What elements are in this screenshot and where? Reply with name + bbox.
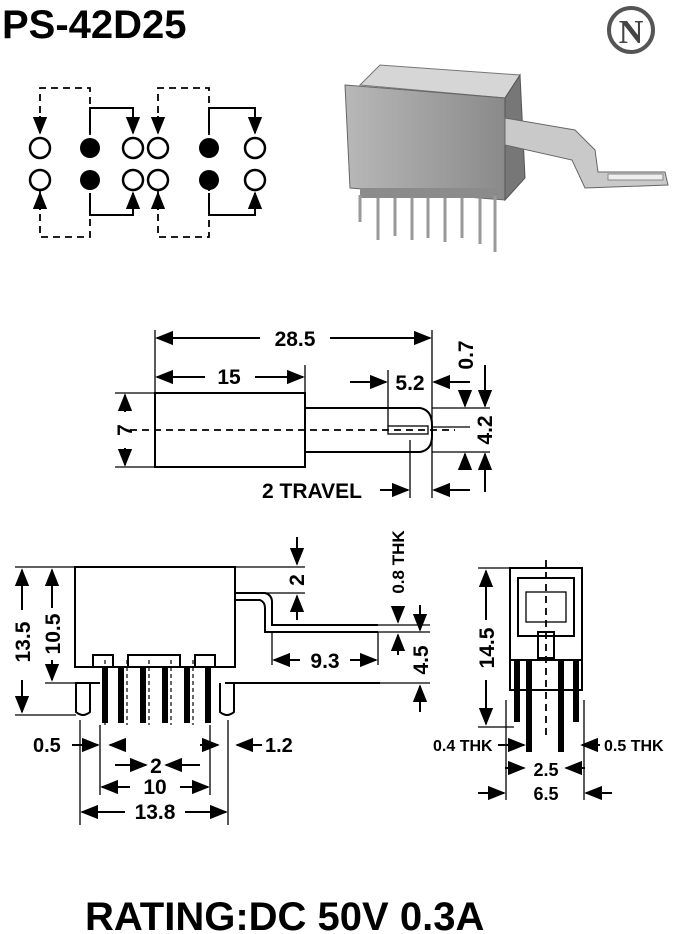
dim-end-width: 6.5 bbox=[533, 784, 558, 804]
dim-body-length: 15 bbox=[217, 366, 241, 389]
dim-tip-thickness: 0.7 bbox=[455, 340, 478, 369]
dim-lever-length: 9.3 bbox=[310, 650, 339, 673]
thickness-label-side: 0.8 THK bbox=[389, 530, 408, 594]
thickness-right: 0.5 THK bbox=[604, 738, 664, 755]
dim-overall-length: 28.5 bbox=[275, 328, 316, 351]
dim-lever-width: 4.2 bbox=[474, 415, 497, 444]
logo-letter: N bbox=[619, 14, 644, 51]
dim-lever-offset: 5.2 bbox=[395, 372, 424, 395]
dim-total-height: 13.5 bbox=[12, 621, 35, 662]
thickness-left: 0.4 THK bbox=[433, 738, 493, 755]
top-view-drawing: 28.5 15 5.2 7 0.7 4.2 2 TRAVEL bbox=[114, 328, 497, 503]
model-title: PS-42D25 bbox=[2, 3, 187, 47]
dim-end-height: 14.5 bbox=[476, 627, 499, 668]
dim-body-height-side: 10.5 bbox=[42, 613, 65, 654]
travel-label: 2 TRAVEL bbox=[262, 480, 362, 503]
end-view-drawing: 14.5 0.4 THK 0.5 THK 2.5 6.5 bbox=[433, 560, 664, 804]
dim-pin-pitch: 2 bbox=[150, 755, 162, 778]
side-view-drawing: 13.5 10.5 2 0.8 THK 9.3 4.5 0.5 2 1.2 bbox=[12, 530, 433, 825]
dim-lever-height: 4.5 bbox=[410, 645, 433, 675]
dim-pin-width: 0.5 bbox=[33, 735, 61, 757]
dim-pin-span: 10 bbox=[143, 776, 166, 799]
product-illustration bbox=[344, 64, 669, 252]
dim-overall-width: 13.8 bbox=[135, 801, 176, 824]
dim-body-height: 7 bbox=[114, 424, 137, 436]
circuit-schematic bbox=[28, 87, 267, 238]
dim-end-pitch: 2.5 bbox=[533, 760, 558, 780]
brand-logo: N bbox=[607, 6, 655, 54]
dim-lug: 1.2 bbox=[265, 735, 293, 757]
rating-label: RATING:DC 50V 0.3A bbox=[85, 895, 484, 934]
dim-lever-offset-side: 2 bbox=[286, 574, 309, 586]
